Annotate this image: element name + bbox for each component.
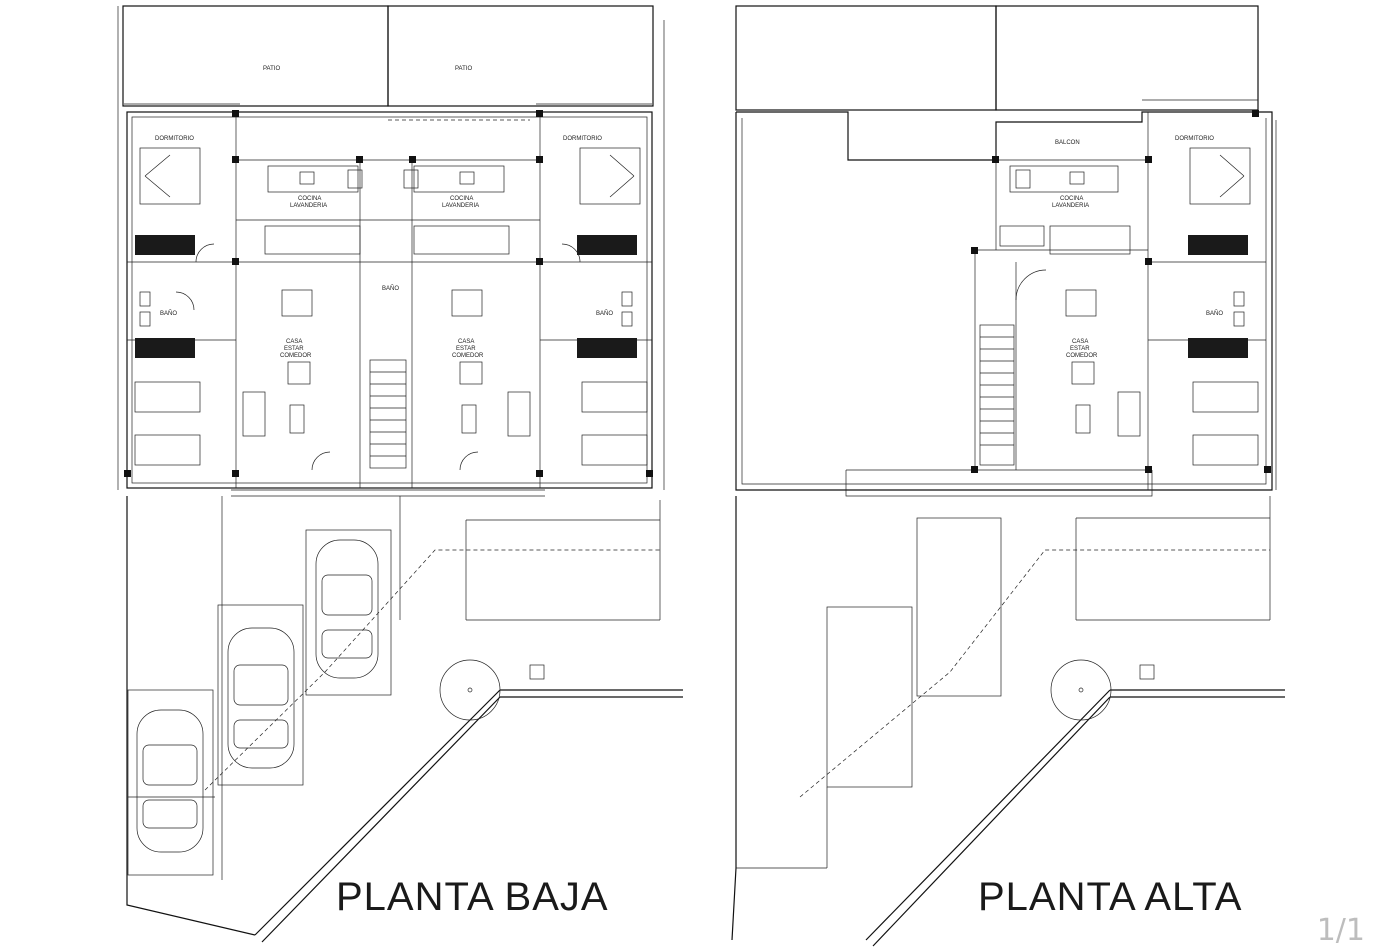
site-boundary	[731, 496, 737, 941]
car-icon	[315, 539, 379, 679]
dining-label: COMEDOR	[452, 353, 484, 359]
bed-icon	[139, 147, 201, 205]
kitchen-label: COCINA	[450, 196, 473, 202]
dining-label: COMEDOR	[1066, 353, 1098, 359]
casa-label: CASA	[458, 339, 474, 345]
dining-label: COMEDOR	[280, 353, 312, 359]
upper-floor-plan: BALCON DORMITORIO BAÑO COCINA LAVANDERIA…	[731, 5, 1285, 947]
upper-floor-title: PLANTA ALTA	[978, 875, 1242, 919]
toilet-icon	[1233, 291, 1245, 307]
bed-icon	[579, 147, 641, 205]
upper-patio-left	[735, 5, 997, 111]
bedroom-label: DORMITORIO	[1175, 136, 1214, 142]
patio-left-label: PATIO	[263, 66, 280, 72]
bed-icon	[581, 434, 648, 466]
bed-icon	[1192, 381, 1259, 413]
car-icon	[227, 627, 295, 769]
staircase-icon	[369, 359, 407, 469]
balcony-label: BALCON	[1055, 140, 1080, 146]
upper-patio-right	[995, 5, 1259, 111]
living-label: ESTAR	[284, 346, 304, 352]
upper-floor-outline	[735, 111, 1273, 491]
toilet-icon	[139, 311, 151, 327]
ground-floor-plan: PATIO PATIO	[117, 5, 683, 943]
bed-icon	[134, 434, 201, 466]
tree-icon	[1050, 659, 1112, 721]
ground-floor-outline	[126, 111, 653, 489]
dining-table-icon	[281, 289, 313, 317]
laundry-label: LAVANDERIA	[290, 203, 327, 209]
bed-icon	[581, 381, 648, 413]
toilet-icon	[139, 291, 151, 307]
bedroom-label: DORMITORIO	[563, 136, 602, 142]
bathroom-label: BAÑO	[596, 310, 613, 317]
bed-icon	[134, 381, 201, 413]
laundry-label: LAVANDERIA	[1052, 203, 1089, 209]
casa-label: CASA	[286, 339, 302, 345]
sofa-icon	[1117, 391, 1141, 437]
car-icon	[136, 709, 204, 853]
bed-icon	[1192, 434, 1259, 466]
kitchen-label: COCINA	[1060, 196, 1083, 202]
ground-floor-title: PLANTA BAJA	[336, 875, 609, 919]
patio-left	[122, 5, 389, 107]
living-label: ESTAR	[456, 346, 476, 352]
dining-table-icon	[1065, 289, 1097, 317]
living-label: ESTAR	[1070, 346, 1090, 352]
parking-space	[305, 529, 392, 696]
bathroom-label: BAÑO	[160, 310, 177, 317]
bedroom-label: DORMITORIO	[155, 136, 194, 142]
tree-icon	[439, 659, 501, 721]
bathroom-label: BAÑO	[1206, 310, 1223, 317]
laundry-label: LAVANDERIA	[442, 203, 479, 209]
page-indicator: 1/1	[1316, 913, 1365, 948]
staircase-icon	[979, 324, 1015, 466]
dining-table-icon	[451, 289, 483, 317]
site-boundary	[126, 496, 256, 936]
toilet-icon	[621, 311, 633, 327]
bathroom-label: BAÑO	[382, 285, 399, 292]
patio-right	[387, 5, 654, 107]
parking-space	[217, 604, 304, 786]
kitchen-label: COCINA	[298, 196, 321, 202]
sofa-icon	[507, 391, 531, 437]
toilet-icon	[1233, 311, 1245, 327]
bed-icon	[1189, 147, 1251, 205]
toilet-icon	[621, 291, 633, 307]
casa-label: CASA	[1072, 339, 1088, 345]
sofa-icon	[242, 391, 266, 437]
patio-right-label: PATIO	[455, 66, 472, 72]
parking-space	[127, 689, 214, 876]
